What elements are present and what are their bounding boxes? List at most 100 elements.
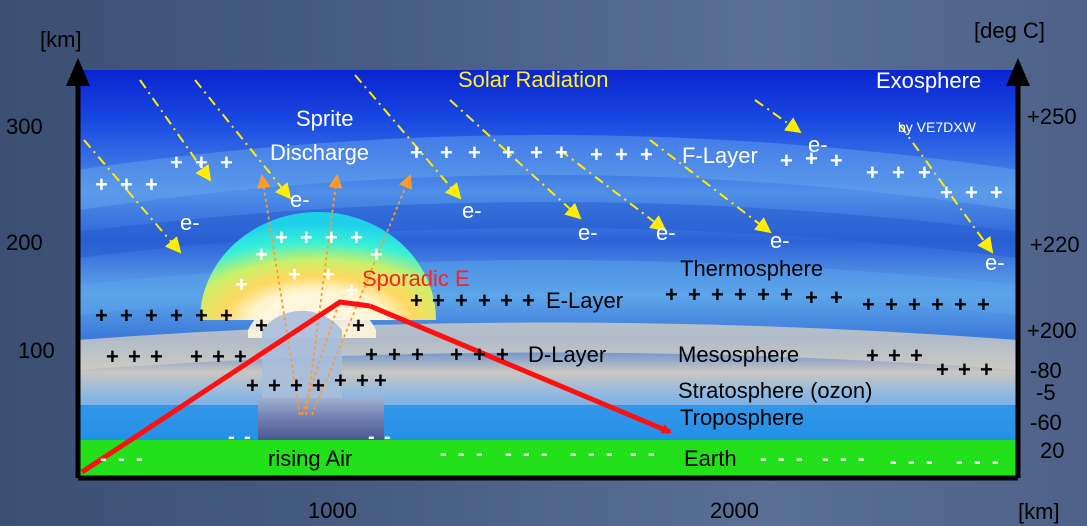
ion-plus: +: [212, 344, 225, 369]
electron-label: e-: [180, 210, 200, 235]
sprite-line: [301, 299, 341, 416]
ion-plus: +: [145, 303, 158, 328]
ion-plus: +: [640, 142, 653, 167]
earth-band: [78, 440, 1018, 478]
y-tick-label: 200: [6, 230, 43, 255]
solar-ray: [354, 74, 462, 200]
ion-plus: +: [805, 146, 818, 171]
ion-plus: +: [410, 140, 423, 165]
ion-minus: -: [368, 426, 375, 448]
solar-ray: [754, 99, 802, 134]
temp-tick-label: +250: [1027, 104, 1077, 129]
ion-plus: +: [888, 343, 901, 368]
ion-minus: -: [890, 451, 897, 473]
ion-minus: -: [992, 451, 999, 473]
ion-plus: +: [918, 160, 931, 185]
temp-tick-label: 20: [1040, 438, 1064, 463]
solar-ray: [899, 124, 994, 254]
ion-minus: -: [778, 448, 785, 470]
ion-plus: +: [830, 148, 843, 173]
ion-plus: +: [95, 172, 108, 197]
solar-ray: [449, 99, 582, 220]
discharge-label: Discharge: [270, 140, 369, 165]
ion-minus: -: [840, 448, 847, 470]
ion-minus: -: [523, 443, 530, 465]
ion-minus: -: [926, 451, 933, 473]
mesosphere-label: Mesosphere: [678, 342, 799, 367]
ion-minus: -: [956, 451, 963, 473]
ion-minus: -: [796, 448, 803, 470]
ion-minus: -: [606, 443, 613, 465]
ion-minus: -: [136, 448, 143, 470]
ion-plus: +: [450, 342, 463, 367]
x-tick-label: 2000: [710, 498, 759, 523]
ion-minus: -: [760, 448, 767, 470]
ion-plus: +: [885, 292, 898, 317]
ion-plus: +: [350, 225, 363, 250]
y-axis-right-arrow: [1006, 58, 1030, 86]
solar-ray: [559, 149, 667, 232]
ion-plus: +: [958, 357, 971, 382]
y-axis-left-arrow: [66, 58, 90, 86]
ion-minus: -: [440, 443, 447, 465]
electron-label: e-: [808, 132, 828, 157]
ion-plus: +: [805, 285, 818, 310]
ion-minus: -: [244, 426, 251, 448]
d-layer-band: [76, 322, 1020, 370]
thermosphere-band: [76, 202, 1020, 258]
ion-minus: -: [100, 448, 107, 470]
ion-plus: +: [120, 172, 133, 197]
ion-plus: +: [170, 303, 183, 328]
ion-plus: +: [334, 368, 347, 393]
ion-plus: +: [195, 150, 208, 175]
ion-plus: +: [411, 342, 424, 367]
ion-minus: -: [458, 443, 465, 465]
solar-ray: [649, 139, 772, 234]
sprite-label: Sprite: [296, 106, 353, 131]
radio-path-down: [369, 303, 672, 435]
ion-plus: +: [830, 285, 843, 310]
ion-minus: -: [570, 443, 577, 465]
electron-label: e-: [656, 220, 676, 245]
ion-plus: +: [615, 142, 628, 167]
sprite-arrow: [305, 174, 343, 416]
ion-plus: +: [555, 140, 568, 165]
e-layer-label: E-Layer: [546, 288, 623, 313]
ion-plus: +: [120, 303, 133, 328]
ion-plus: +: [246, 373, 259, 398]
y-tick-label: 300: [6, 114, 43, 139]
d-layer-label: D-Layer: [528, 342, 606, 367]
sporadic-e-label: Sporadic E: [362, 266, 470, 291]
ion-plus: +: [665, 282, 678, 307]
electron-label: e-: [985, 250, 1005, 275]
ion-plus: +: [688, 282, 701, 307]
ion-plus: +: [990, 180, 1003, 205]
ion-plus: +: [95, 303, 108, 328]
ion-plus: +: [312, 373, 325, 398]
ion-plus: +: [980, 357, 993, 382]
f-layer-label: F-Layer: [682, 143, 758, 168]
ion-plus: +: [190, 344, 203, 369]
ion-minus: -: [630, 443, 637, 465]
ion-plus: +: [255, 313, 268, 338]
ion-plus: +: [345, 278, 358, 303]
ion-plus: +: [936, 357, 949, 382]
ion-plus: +: [455, 288, 468, 313]
ion-minus: -: [384, 426, 391, 448]
ion-plus: +: [352, 313, 365, 338]
ion-plus: +: [892, 160, 905, 185]
ion-plus: +: [468, 140, 481, 165]
ion-minus: -: [476, 443, 483, 465]
ion-plus: +: [862, 292, 875, 317]
rising-air-column: [262, 310, 342, 400]
temp-tick-label: -5: [1036, 380, 1056, 405]
y-axis-right-unit: [deg C]: [974, 18, 1045, 43]
ion-plus: +: [780, 282, 793, 307]
ion-plus: +: [530, 140, 543, 165]
temp-tick-label: -60: [1030, 410, 1062, 435]
ion-plus: +: [365, 342, 378, 367]
ion-plus: +: [235, 272, 248, 297]
ion-plus: +: [234, 344, 247, 369]
ion-minus: -: [505, 443, 512, 465]
solar-ray: [194, 79, 292, 200]
